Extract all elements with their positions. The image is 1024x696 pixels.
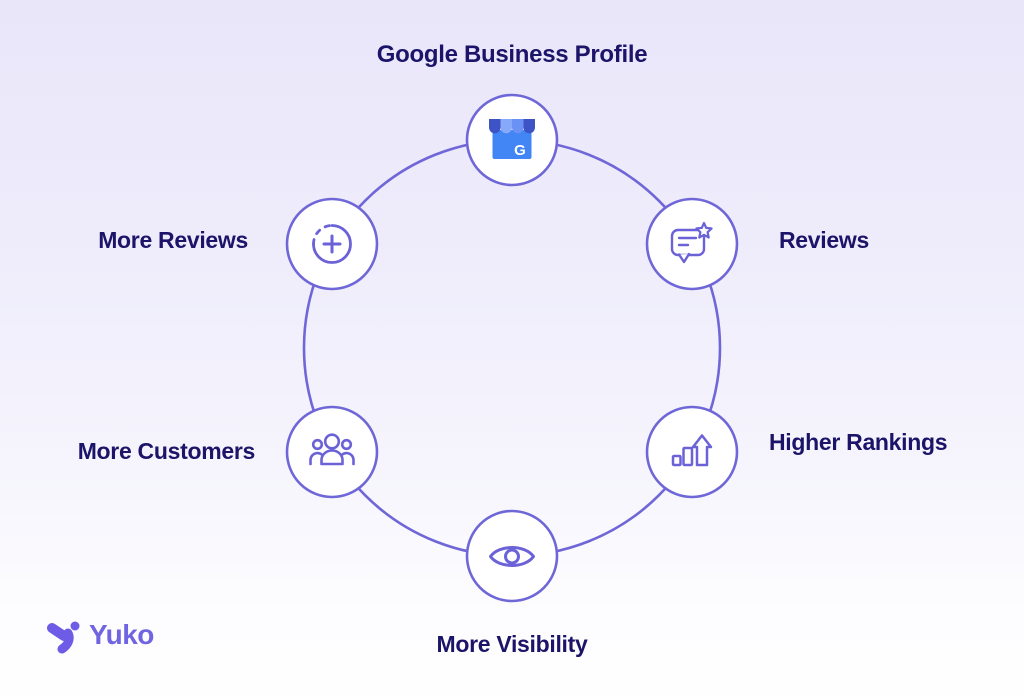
- chat-bubble-tail: [677, 252, 691, 264]
- cycle-ring: [302, 138, 722, 558]
- bar-small: [671, 454, 682, 467]
- label-reviews: Reviews: [779, 227, 869, 253]
- person-right-head: [340, 438, 353, 451]
- storefront-g-letter: G: [514, 142, 526, 159]
- logo-stroke-left: [47, 623, 69, 641]
- yuko-logo-text: Yuko: [89, 619, 154, 650]
- label-more-customers: More Customers: [77, 438, 256, 464]
- label-more-reviews: More Reviews: [98, 227, 248, 253]
- circle-dashed-arc: [312, 224, 334, 246]
- circle-solid-arc: [312, 224, 352, 264]
- label-higher-rankings: Higher Rankings: [769, 429, 948, 455]
- awning-stripe-2: [500, 119, 512, 134]
- awning-stripe-4: [523, 119, 535, 134]
- up-arrow: [691, 434, 713, 467]
- logo-stroke-tail: [57, 628, 74, 654]
- circle-plus-icon: [312, 224, 352, 264]
- star-icon: [695, 221, 713, 239]
- storefront-body: [492, 130, 532, 159]
- bar-medium: [682, 446, 694, 467]
- node-circle-more-visibility: [465, 509, 559, 603]
- yuko-logo-mark: [47, 621, 80, 654]
- eye-pupil: [504, 548, 520, 565]
- person-center-head: [323, 433, 341, 450]
- label-more-visibility: More Visibility: [436, 631, 588, 657]
- eye-icon: [489, 546, 535, 567]
- title-google-business-profile: Google Business Profile: [376, 41, 648, 68]
- person-left-head: [311, 438, 324, 451]
- rising-bars-arrow-icon: [671, 434, 713, 467]
- logo-dot: [70, 621, 80, 631]
- awning-stripe-1: [489, 119, 501, 134]
- chat-star-icon: [670, 221, 713, 264]
- people-group-icon: [309, 433, 355, 466]
- yuko-logo: Yuko: [44, 615, 154, 655]
- eye-outline: [489, 546, 535, 567]
- person-center-body: [320, 449, 344, 466]
- google-business-storefront-icon: G: [489, 119, 535, 159]
- awning-stripe-3: [512, 119, 524, 134]
